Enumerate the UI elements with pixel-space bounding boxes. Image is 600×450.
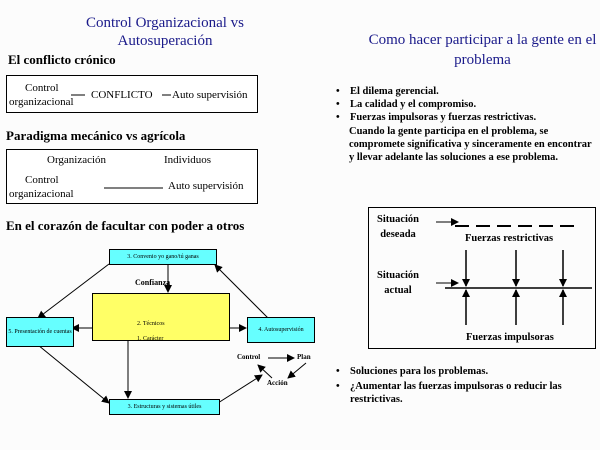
participation-paragraph: Cuando la gente participa en el problema… [349,126,592,163]
bullet-item: El dilema gerencial. [336,85,596,98]
presentacion-box: 5. Presentación de cuentas [6,317,74,347]
convenio-box: 3. Convenio yo gano/tú ganas [109,249,217,265]
forces-deseada: Situación deseada [374,212,422,242]
forces-actual: Situación actual [374,268,422,298]
arrow-left-to-bottom [37,344,110,404]
control-label: Control [237,353,261,361]
paradigm-heading: Paradigma mecánico vs agrícola [6,128,186,143]
paradigm-auto: Auto supervisión [168,180,244,192]
bullet-item: La calidad y el compromiso. [336,98,596,111]
solutions-bullets: Soluciones para los problemas. ¿Aumentar… [336,365,598,406]
arrow-right-to-top [214,264,269,319]
right-title: Como hacer participar a la gente en el p… [368,32,597,68]
conflict-auto-label: Auto supervisión [172,89,248,101]
conflict-label: CONFLICTO [91,89,153,101]
bullet-item: Fuerzas impulsoras y fuerzas restrictiva… [336,111,596,124]
bullet-item: Soluciones para los problemas. [336,365,598,378]
dilema-bullets: El dilema gerencial. La calidad y el com… [336,85,596,124]
arrow-accion-control [257,364,273,379]
conflict-box: Control organizacional CONFLICTO Auto su… [6,75,258,113]
plan-label: Plan [297,353,311,361]
arrow-plan-accion [287,362,307,379]
arrow-top-to-left [37,263,110,319]
confianza-label: Confianza [135,278,171,287]
forces-actual-line1: Situación [376,270,419,281]
forces-box [368,207,596,349]
center-box: 2. Técnicos 1. Carácter [92,293,230,342]
forces-deseada-line1: Situación [376,214,419,225]
conflict-control-label: Control [25,82,59,94]
autosupervision-box: 4. Autosupervisión [247,317,315,343]
bullet-item: ¿Aumentar las fuerzas impulsoras o reduc… [336,380,598,406]
heart-heading: En el corazón de facultar con poder a ot… [6,218,245,233]
accion-label: Acción [267,379,288,387]
forces-deseada-line2: deseada [380,229,416,240]
arrow-bottom-to-right [217,374,263,404]
paradigm-control: Control [25,174,59,186]
left-title: Control Organizacional vs Autosuperación [85,15,245,49]
conflict-control-label-2: organizacional [9,96,74,108]
forces-impulsoras-label: Fuerzas impulsoras [466,332,554,343]
center-tecnicos: 2. Técnicos [137,321,165,327]
center-caracter: 1. Carácter [137,336,164,342]
forces-actual-line2: actual [384,285,412,296]
estructuras-box: 3. Estructuras y sistemas útiles [109,399,220,415]
conflict-heading: El conflicto crónico [8,52,116,67]
paradigm-control-2: organizacional [9,188,74,200]
paradigm-box: Organización Individuos Control organiza… [6,149,258,204]
paradigm-individuos: Individuos [164,154,212,166]
paradigm-organizacion: Organización [47,154,107,166]
forces-restrictivas-label: Fuerzas restrictivas [465,233,554,244]
